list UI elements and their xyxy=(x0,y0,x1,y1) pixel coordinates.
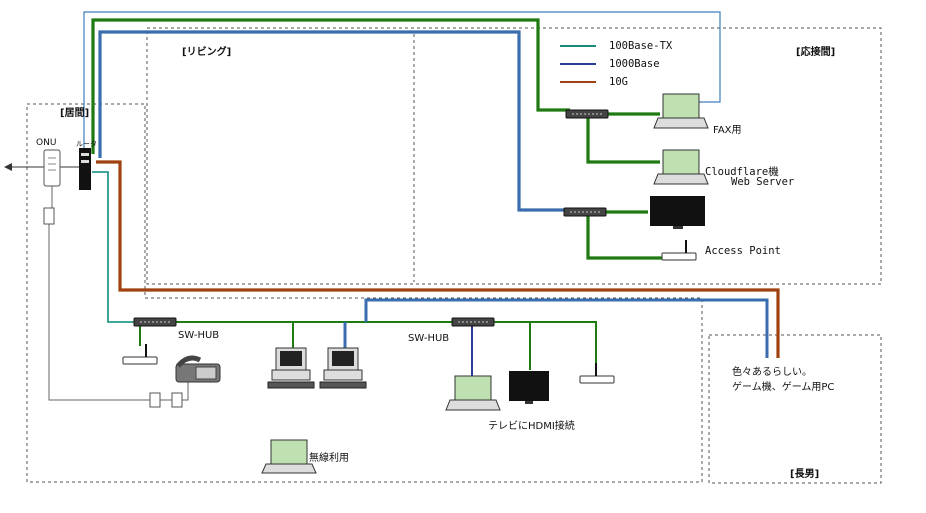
tv-monitor-icon xyxy=(650,196,705,229)
access-point-icon xyxy=(122,344,158,365)
phone-splitter-icon xyxy=(171,392,183,408)
cloudflare-label-line1: Cloudflare機 xyxy=(705,166,779,178)
desktop-pc-icon xyxy=(267,347,315,389)
onu-label: ONU xyxy=(36,138,57,148)
phone-splitter-icon xyxy=(149,392,161,408)
room-boundary-family xyxy=(26,103,703,483)
laptop-tv-hdmi-icon xyxy=(445,375,501,411)
room-label-family: [居間] xyxy=(60,108,90,119)
onu-device xyxy=(43,149,61,187)
access-point-label: Access Point xyxy=(705,245,781,257)
legend-label-100base: 100Base-TX xyxy=(609,40,673,52)
phone-jack-icon xyxy=(43,207,55,225)
tv-monitor-icon xyxy=(509,371,549,404)
cable-brown-10g xyxy=(96,160,780,358)
laptop-fax-icon xyxy=(653,93,709,129)
cable-green-upper xyxy=(91,18,570,154)
router-device xyxy=(79,148,91,190)
router-label: ルータ xyxy=(76,140,97,148)
cable-green-hub-right xyxy=(494,321,597,372)
cable-blue-son xyxy=(364,298,769,358)
tv-hdmi-label: テレビにHDMI接続 xyxy=(488,421,575,432)
room-boundary-reception xyxy=(146,27,882,285)
son-note-line2: ゲーム機、ゲーム用PC xyxy=(732,382,835,393)
wireless-label: 無線利用 xyxy=(309,453,349,464)
laptop-cloudflare-icon xyxy=(653,149,709,185)
switch-hub-center xyxy=(451,317,495,327)
son-note-line1: 色々あるらしい。 xyxy=(732,367,812,378)
fax-label: FAX用 xyxy=(713,125,742,136)
sw-hub-left-label: SW-HUB xyxy=(178,330,220,341)
cable-thin-blue-fax xyxy=(83,11,721,148)
switch-hub-lower xyxy=(563,207,607,217)
telephone-icon xyxy=(175,355,221,383)
cable-green-cloudflare xyxy=(586,116,660,164)
arrow-outbound-icon xyxy=(4,163,12,171)
room-label-son: [長男] xyxy=(790,469,820,480)
cable-green-ap xyxy=(586,216,662,260)
access-point-icon xyxy=(579,363,615,384)
access-point-icon xyxy=(661,240,697,261)
desktop-pc-icon xyxy=(319,347,367,389)
legend-label-10g: 10G xyxy=(609,76,628,88)
cable-teal-left-hub xyxy=(92,171,136,323)
cloudflare-label-line2: Web Server xyxy=(731,176,795,188)
switch-hub-upper xyxy=(565,109,609,119)
legend-label-1000base: 1000Base xyxy=(609,58,660,70)
switch-hub-left xyxy=(133,317,177,327)
cable-blue-lower xyxy=(98,30,566,212)
room-label-living: [リビング] xyxy=(182,47,232,58)
room-boundary-son xyxy=(708,334,882,484)
room-label-reception: [応接間] xyxy=(796,47,836,58)
sw-hub-center-label: SW-HUB xyxy=(408,333,450,344)
laptop-wireless-icon xyxy=(261,439,317,474)
